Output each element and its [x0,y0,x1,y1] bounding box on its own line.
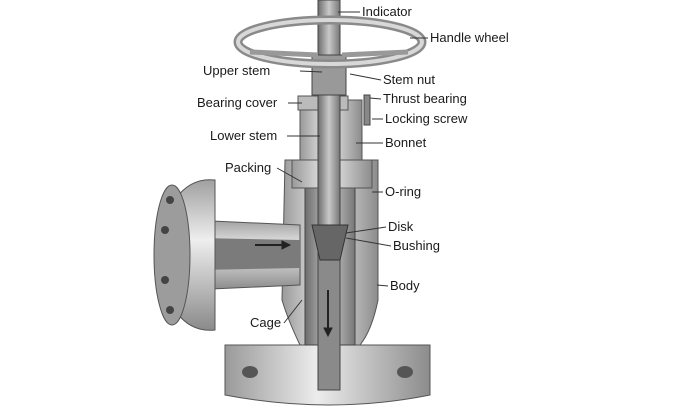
label-disk: Disk [388,219,414,234]
handle-wheel [233,15,427,69]
inlet-flange [153,179,301,331]
label-bonnet: Bonnet [385,135,427,150]
label-bushing: Bushing [393,238,440,253]
label-cage: Cage [250,315,282,330]
label-handle-wheel: Handle wheel [430,30,509,45]
label-upper-stem: Upper stem [203,63,271,78]
leader-lines [276,11,428,324]
label-stem-nut: Stem nut [383,72,436,87]
label-lower-stem: Lower stem [210,128,278,143]
label-body: Body [390,278,420,293]
label-locking-screw: Locking screw [385,111,468,126]
label-o-ring: O-ring [385,184,422,199]
label-bearing-cover: Bearing cover [197,95,278,110]
label-indicator: Indicator [362,4,412,19]
label-packing: Packing [225,160,272,175]
flow-arrows [255,240,333,338]
label-thrust-bearing: Thrust bearing [383,91,467,106]
disk [311,224,349,261]
